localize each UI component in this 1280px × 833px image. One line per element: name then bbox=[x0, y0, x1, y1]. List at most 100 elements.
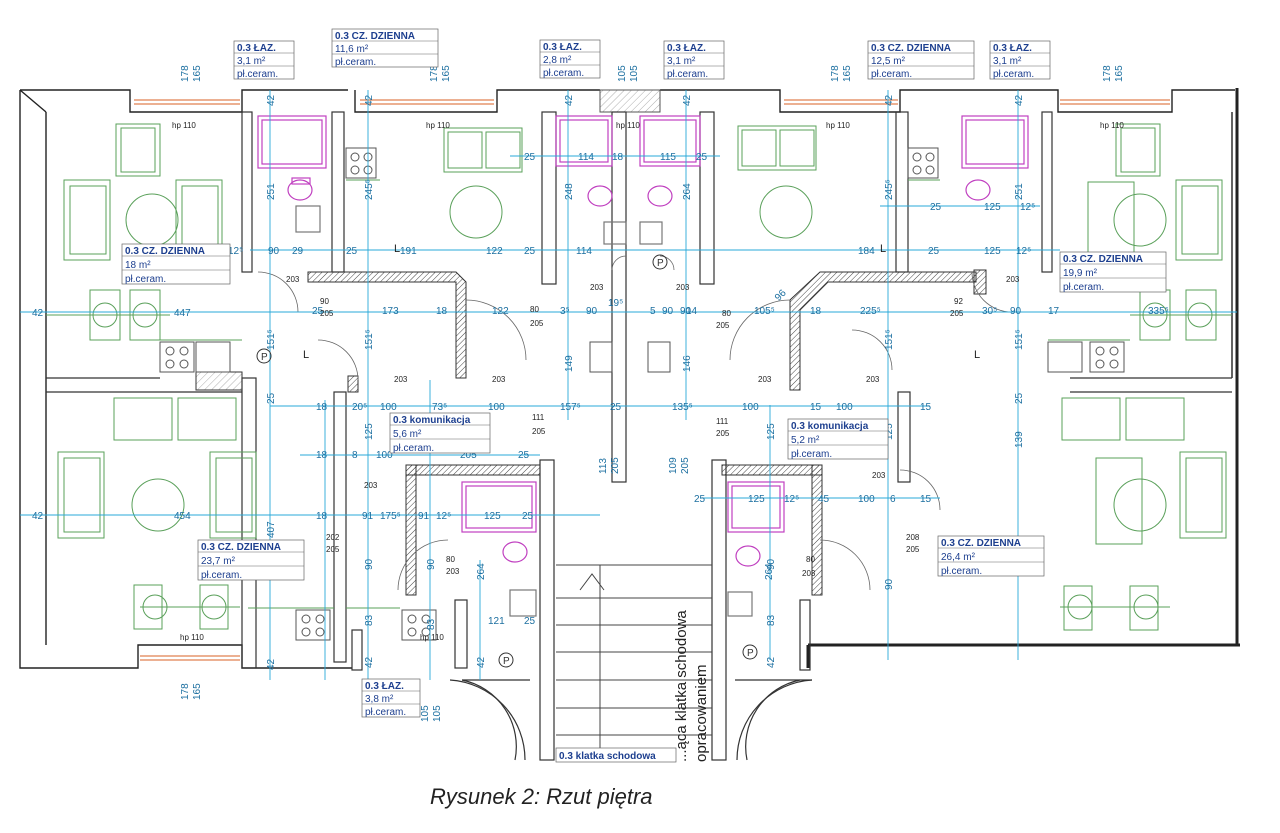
room-label-box: 0.3 CZ. DZIENNA 12,5 m² pł.ceram. bbox=[867, 40, 975, 80]
dim-label: 18 bbox=[436, 306, 448, 317]
dim-label: 18 bbox=[316, 402, 328, 413]
dim-label: 178 bbox=[180, 65, 191, 82]
dim-label: 203 bbox=[1006, 275, 1020, 284]
room-title: 0.3 CZ. DZIENNA bbox=[941, 538, 1021, 549]
dim-label: hp 110 bbox=[826, 121, 850, 130]
room-label-box: 0.3 CZ. DZIENNA 19,9 m² pł.ceram. bbox=[1059, 251, 1167, 293]
vent-label: P bbox=[503, 656, 510, 667]
dim-label: 149 bbox=[564, 355, 575, 372]
dimension-labels: 178 165 178 165 178 165 178 165 105 105 … bbox=[32, 65, 1169, 722]
dim-label: 96 bbox=[773, 287, 789, 303]
kitchen-label: L bbox=[303, 349, 309, 361]
room-floor: pł.ceram. bbox=[237, 69, 278, 80]
room-label-box: 0.3 CZ. DZIENNA 23,7 m² pł.ceram. bbox=[197, 539, 305, 581]
dim-label: 203 bbox=[286, 275, 300, 284]
dim-label: 178 bbox=[429, 65, 440, 82]
bathroom-fixtures bbox=[257, 115, 1029, 617]
dim-label: 45 bbox=[818, 494, 830, 505]
kitchen-label: L bbox=[880, 243, 886, 255]
room-area: 3,1 m² bbox=[667, 56, 696, 67]
dim-label: 205 bbox=[460, 450, 477, 461]
dim-label: 12⁵ bbox=[436, 511, 451, 522]
dim-label: 25 bbox=[518, 450, 530, 461]
room-label-box: 0.3 ŁAZ. 3,1 m² pł.ceram. bbox=[989, 40, 1051, 80]
dim-label: 29 bbox=[292, 246, 304, 257]
dim-label: 208 bbox=[906, 533, 920, 542]
room-title: 0.3 ŁAZ. bbox=[365, 681, 404, 692]
dim-label: 25 bbox=[696, 152, 708, 163]
dim-label: 139 bbox=[1014, 431, 1025, 448]
room-title: 0.3 CZ. DZIENNA bbox=[201, 542, 281, 553]
room-title: 0.3 ŁAZ. bbox=[993, 43, 1032, 54]
dim-label: 203 bbox=[866, 375, 880, 384]
dim-label: 42 bbox=[266, 94, 277, 106]
dim-label: 125 bbox=[364, 423, 375, 440]
dim-label: 25 bbox=[524, 246, 536, 257]
room-label-box: 0.3 komunikacja 5,6 m² pł.ceram. bbox=[389, 412, 491, 454]
room-title: 0.3 CZ. DZIENNA bbox=[871, 43, 951, 54]
vent-label: P bbox=[261, 352, 268, 363]
room-area: 12,5 m² bbox=[871, 56, 906, 67]
dim-label: 173 bbox=[382, 306, 399, 317]
dimension-lines bbox=[20, 90, 1237, 680]
dim-label: 184 bbox=[858, 246, 875, 257]
room-area: 5,2 m² bbox=[791, 435, 820, 446]
room-label-box: 0.3 klatka schodowa bbox=[555, 747, 677, 763]
dim-label: 335⁵ bbox=[1148, 306, 1169, 317]
dim-label: 100 bbox=[376, 450, 393, 461]
dim-label: 42 bbox=[766, 656, 777, 668]
room-area: 11,6 m² bbox=[335, 44, 369, 55]
dim-label: 175⁵ bbox=[380, 511, 401, 522]
dim-label: 15 bbox=[810, 402, 822, 413]
room-label-box: 0.3 CZ. DZIENNA 18 m² pł.ceram. bbox=[121, 243, 231, 285]
dim-label: 91 bbox=[418, 511, 430, 522]
dim-label: 42 bbox=[32, 511, 44, 522]
dim-label: 12⁵ bbox=[784, 494, 799, 505]
dim-label: 203 bbox=[394, 375, 408, 384]
dim-label: 42 bbox=[564, 94, 575, 106]
dim-label: 151⁵ bbox=[884, 329, 895, 350]
dim-label: 83 bbox=[364, 614, 375, 626]
dim-label: 109 bbox=[668, 457, 679, 474]
dim-label: 90 bbox=[766, 558, 777, 570]
dim-label: 100 bbox=[488, 402, 505, 413]
dim-label: 245⁵ bbox=[364, 179, 375, 200]
dim-label: 90 bbox=[364, 558, 375, 570]
dim-label: 203 bbox=[872, 471, 886, 480]
dim-label: 25 bbox=[524, 616, 536, 627]
vent-label: P bbox=[747, 648, 754, 659]
chimney bbox=[599, 89, 661, 113]
dim-label: 90 bbox=[586, 306, 598, 317]
dim-label: 18 bbox=[810, 306, 822, 317]
dim-label: 202 bbox=[326, 533, 340, 542]
room-title: 0.3 ŁAZ. bbox=[667, 43, 706, 54]
dim-label: 125 bbox=[884, 423, 895, 440]
dim-label: 203 bbox=[590, 283, 604, 292]
dim-label: 8 bbox=[352, 450, 358, 461]
room-title: 0.3 CZ. DZIENNA bbox=[125, 246, 205, 257]
dim-label: 90 bbox=[426, 558, 437, 570]
dim-label: hp 110 bbox=[1100, 121, 1124, 130]
room-label-box: 0.3 ŁAZ. 3,1 m² pł.ceram. bbox=[663, 40, 725, 80]
floor-plan: 178 165 178 165 178 165 178 165 105 105 … bbox=[19, 28, 1240, 763]
dim-label: 6 bbox=[890, 494, 896, 505]
dim-label: 264 bbox=[476, 563, 487, 580]
dim-label: 100 bbox=[858, 494, 875, 505]
dim-label: 203 bbox=[676, 283, 690, 292]
dim-label: 165 bbox=[192, 683, 203, 700]
room-label-box: 0.3 CZ. DZIENNA 11,6 m² pł.ceram. bbox=[331, 28, 439, 68]
dim-label: hp 110 bbox=[616, 121, 640, 130]
vent-label: P bbox=[657, 258, 664, 269]
dim-label: 90 bbox=[680, 306, 692, 317]
dim-label: 178 bbox=[1102, 65, 1113, 82]
dim-label: 407 bbox=[266, 521, 277, 538]
room-area: 2,8 m² bbox=[543, 55, 572, 66]
dim-label: 92 bbox=[954, 297, 963, 306]
room-floor: pł.ceram. bbox=[365, 707, 406, 718]
dim-label: 105 bbox=[629, 65, 640, 82]
dim-label: 205 bbox=[906, 545, 920, 554]
room-area: 26,4 m² bbox=[941, 552, 976, 563]
dim-label: 245⁵ bbox=[884, 179, 895, 200]
dim-label: 18 bbox=[316, 450, 328, 461]
dim-label: 203 bbox=[446, 567, 460, 576]
